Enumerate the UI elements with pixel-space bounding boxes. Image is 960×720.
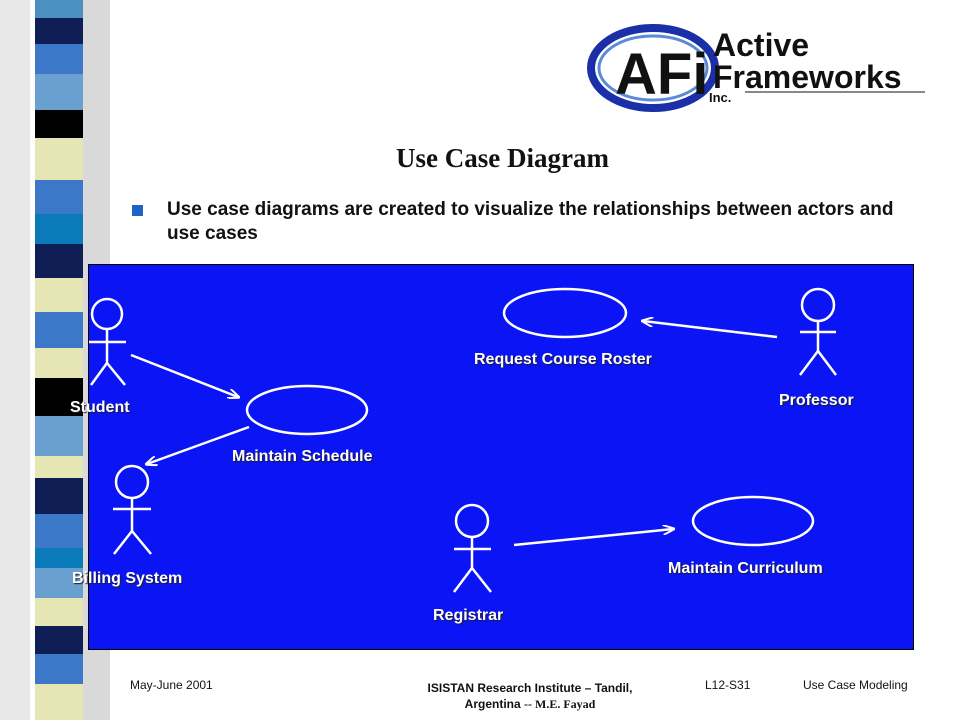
slide-title: Use Case Diagram	[396, 143, 609, 173]
usecase-curriculum-label: Maintain Curriculum	[668, 560, 823, 577]
actor-professor-label: Professor	[779, 392, 854, 409]
diagram-drawing	[89, 287, 837, 593]
assoc-professor-roster	[643, 321, 778, 339]
usecase-roster-ellipse	[502, 287, 628, 339]
footer-slide-number: L12-S31	[705, 678, 751, 692]
bullet-square-icon	[132, 205, 143, 216]
logo-monogram: AFi	[615, 42, 708, 107]
assoc-schedule-billing	[147, 425, 250, 464]
logo-suffix: Inc.	[709, 90, 731, 105]
actor-registrar-label: Registrar	[433, 607, 504, 624]
footer-institute: ISISTAN Research Institute – Tandil, Arg…	[400, 680, 660, 712]
actor-registrar-figure	[453, 503, 492, 593]
usecase-schedule-ellipse	[245, 384, 369, 436]
usecase-schedule-label: Maintain Schedule	[232, 448, 373, 465]
footer-topic: Use Case Modeling	[803, 678, 908, 692]
actor-billing-label: Billing System	[72, 570, 183, 587]
actor-billing-figure	[113, 464, 152, 555]
bullet-text: Use case diagrams are created to visuali…	[167, 199, 894, 244]
usecase-roster-label: Request Course Roster	[474, 351, 652, 368]
actor-student-label: Student	[70, 399, 130, 416]
footer-institute-name: ISISTAN Research Institute – Tandil,	[427, 681, 633, 695]
actor-student-figure	[89, 297, 126, 386]
assoc-registrar-curriculum	[513, 529, 673, 547]
footer-location: Argentina	[464, 697, 521, 711]
actor-professor-figure	[799, 287, 837, 376]
logo-line2: Frameworks	[713, 59, 902, 95]
usecase-curriculum-ellipse	[691, 495, 815, 547]
logo-line1: Active	[713, 27, 809, 63]
footer-author: -- M.E. Fayad	[524, 697, 596, 711]
company-logo: AFi Active Frameworks Inc.	[587, 24, 925, 112]
assoc-student-schedule	[130, 353, 238, 397]
use-case-diagram: Student Billing System Professor Registr…	[70, 264, 914, 650]
footer-date: May-June 2001	[130, 678, 213, 692]
